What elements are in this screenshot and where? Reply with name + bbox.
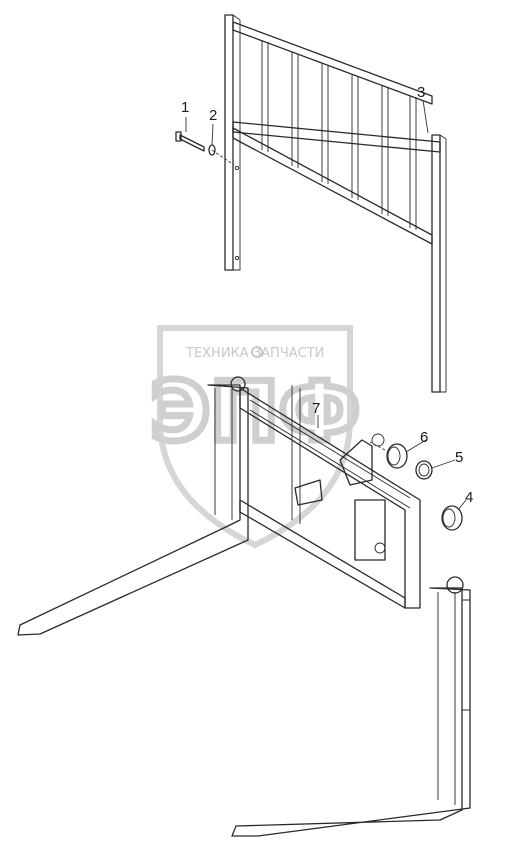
watermark-brand-text: ТЕХНИКА ЗАПЧАСТИ	[185, 346, 324, 361]
fork-left	[17, 376, 249, 636]
fork-right	[231, 576, 471, 837]
watermark: ТЕХНИКА ЗАПЧАСТИ ЭПФ	[147, 325, 364, 549]
callout-3: 3	[417, 84, 425, 101]
callout-4: 4	[465, 489, 473, 506]
bushings	[369, 441, 463, 531]
callout-2: 2	[209, 107, 217, 124]
watermark-gear-icon	[251, 346, 263, 358]
callout-5: 5	[455, 449, 463, 466]
callout-labels: 1 2 3 4 5 6 7	[181, 84, 473, 506]
bolt-and-washer	[175, 131, 235, 166]
callout-1: 1	[181, 99, 189, 116]
callout-7: 7	[312, 400, 320, 417]
watermark-shield-icon	[157, 325, 353, 549]
callout-leaders	[185, 99, 467, 511]
watermark-logo-letters: ЭПФ	[150, 365, 360, 460]
callout-6: 6	[420, 429, 428, 446]
guard-frame	[224, 14, 447, 393]
